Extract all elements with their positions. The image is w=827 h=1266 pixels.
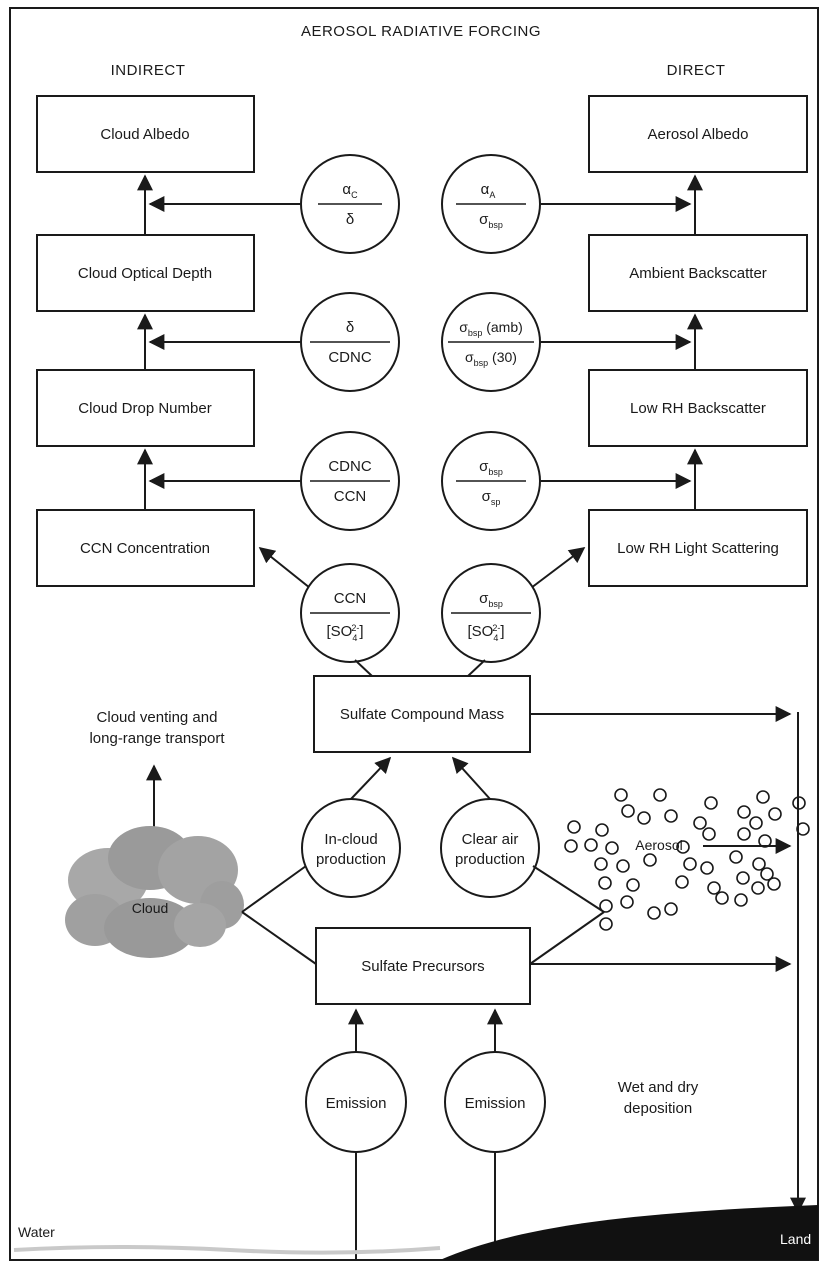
svg-text:σbsp (30): σbsp (30): [465, 349, 517, 368]
cloud-venting-line1: Cloud venting and: [97, 709, 218, 726]
aerosol-particles: [564, 788, 810, 931]
ratio-circle-bsp-sulfate: σbsp [SO42-]: [441, 563, 541, 663]
ratio-circle-albedo-depth: αC δ: [300, 154, 400, 254]
arrow-incloud-to-mass: [350, 756, 392, 800]
svg-text:σbsp: σbsp: [479, 458, 503, 477]
aerosol-albedo-box: [588, 95, 808, 173]
deposition-line2: deposition: [624, 1100, 692, 1117]
low-rh-backscatter-label: Low RH Backscatter: [630, 400, 766, 417]
cloud-albedo-box: [36, 95, 255, 173]
svg-text:[SO42-]: [SO42-]: [467, 623, 504, 643]
direct-header: DIRECT: [667, 62, 726, 79]
cloud-label: Cloud: [132, 900, 169, 916]
ratio-circle-amb-30: σbsp (amb) σbsp (30): [441, 292, 541, 392]
deposition-line1: Wet and dry: [618, 1079, 699, 1096]
svg-text:Emission: Emission: [465, 1095, 526, 1112]
cloud-optical-depth-box: [36, 234, 255, 312]
clear-air-production-circle: Clear air production: [440, 798, 540, 898]
link-cloud-to-incloud: [241, 865, 307, 913]
svg-text:δ: δ: [346, 319, 354, 336]
low-rh-backscatter-box: [588, 369, 808, 447]
ratio-circle-bsp-sp: σbsp σsp: [441, 431, 541, 531]
ambient-backscatter-box: [588, 234, 808, 312]
low-rh-light-scattering-box: [588, 509, 808, 587]
arrow-clearair-to-mass: [451, 756, 491, 800]
svg-text:αC: αC: [342, 181, 358, 200]
ratio-circle-alpha-bsp: αA σbsp: [441, 154, 541, 254]
figure-frame: [9, 7, 819, 1261]
svg-text:In-cloud: In-cloud: [324, 831, 377, 848]
cloud-albedo-label: Cloud Albedo: [100, 126, 189, 143]
svg-text:σbsp: σbsp: [479, 211, 503, 230]
water-surface: [13, 1245, 441, 1255]
diagram-title: AEROSOL RADIATIVE FORCING: [301, 23, 541, 40]
link-aerosol-to-clearair: [532, 865, 605, 913]
cloud-venting-line2: long-range transport: [89, 730, 225, 747]
svg-text:CCN: CCN: [334, 488, 367, 505]
emission-circle-left: Emission: [305, 1051, 407, 1153]
emission-circle-right: Emission: [444, 1051, 546, 1153]
ambient-backscatter-label: Ambient Backscatter: [629, 265, 767, 282]
cloud-illustration: Cloud: [65, 826, 244, 958]
in-cloud-production-circle: In-cloud production: [301, 798, 401, 898]
svg-text:CDNC: CDNC: [328, 349, 371, 366]
link-mass-to-ccn-ratio: [354, 659, 373, 677]
arrow-ratio4-to-scattering: [530, 547, 586, 589]
svg-text:σsp: σsp: [482, 488, 501, 507]
svg-text:σbsp: σbsp: [479, 590, 503, 609]
ratio-circle-depth-cdnc: δ CDNC: [300, 292, 400, 392]
svg-text:Emission: Emission: [326, 1095, 387, 1112]
sulfate-compound-mass-label: Sulfate Compound Mass: [340, 706, 504, 723]
svg-text:Clear air: Clear air: [462, 831, 519, 848]
svg-text:δ: δ: [346, 211, 354, 228]
svg-text:αA: αA: [481, 181, 496, 200]
svg-text:CDNC: CDNC: [328, 458, 371, 475]
cloud-optical-depth-label: Cloud Optical Depth: [78, 265, 212, 282]
indirect-header: INDIRECT: [111, 62, 186, 79]
land-label: Land: [780, 1231, 811, 1247]
land-surface: [440, 1205, 818, 1260]
aerosol-albedo-label: Aerosol Albedo: [648, 126, 749, 143]
link-mass-to-bsp-ratio: [467, 659, 486, 677]
svg-text:[SO42-]: [SO42-]: [326, 623, 363, 643]
indirect-column: Cloud Albedo Cloud Optical Depth Cloud D…: [36, 95, 255, 587]
svg-text:σbsp (amb): σbsp (amb): [459, 319, 523, 338]
ccn-concentration-label: CCN Concentration: [80, 540, 210, 557]
link-aerosol-to-precursors: [529, 911, 605, 965]
direct-column: Aerosol Albedo Ambient Backscatter Low R…: [588, 95, 808, 587]
arrow-ratio4-to-ccn: [258, 547, 311, 589]
sulfate-precursors-label: Sulfate Precursors: [361, 958, 484, 975]
svg-text:production: production: [316, 851, 386, 868]
svg-text:production: production: [455, 851, 525, 868]
ratio-circle-cdnc-ccn: CDNC CCN: [300, 431, 400, 531]
svg-text:CCN: CCN: [334, 590, 367, 607]
sulfate-precursors-box: [315, 927, 531, 1005]
ratio-circle-ccn-sulfate: CCN [SO42-]: [300, 563, 400, 663]
aerosol-label: Aerosol: [635, 837, 682, 853]
low-rh-light-scattering-label: Low RH Light Scattering: [617, 540, 779, 557]
cloud-drop-number-label: Cloud Drop Number: [78, 400, 211, 417]
cloud-drop-number-box: [36, 369, 255, 447]
water-label: Water: [18, 1224, 55, 1240]
link-cloud-to-precursors: [241, 911, 317, 965]
